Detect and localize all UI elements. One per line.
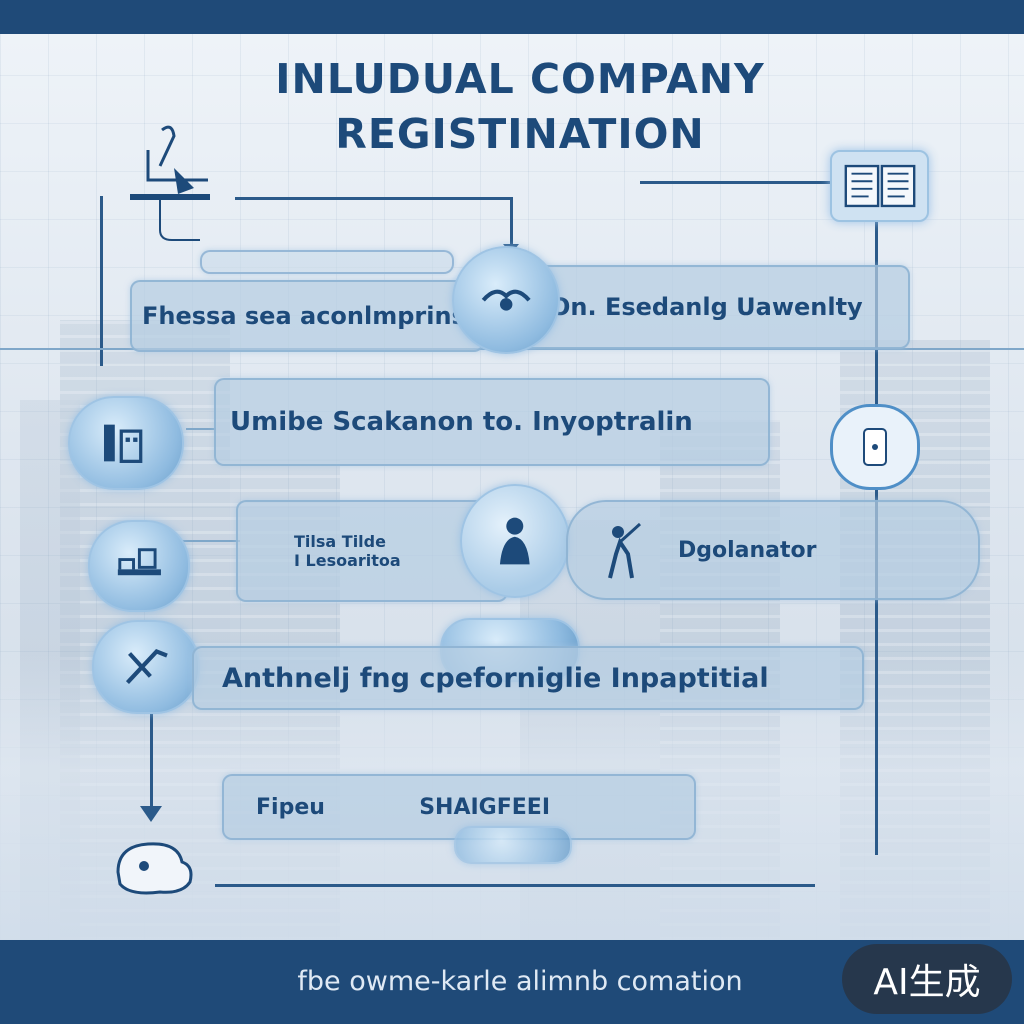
- step-label-line-1: Tilsa Tilde: [294, 532, 386, 551]
- step-label-left: Fipeu: [256, 794, 325, 820]
- workspace-icon: [88, 520, 190, 612]
- document-book-icon: [830, 150, 929, 222]
- step-label: On. Esedanlg Uawenlty: [550, 293, 863, 321]
- top-bar: [0, 0, 1024, 34]
- step-connector-node: [454, 826, 572, 864]
- title-line-2: REGISTINATION: [335, 110, 705, 158]
- step-box-6: Anthnelj fng cpeforniglie Inpaptitial: [192, 646, 864, 710]
- connector-line: [510, 197, 513, 249]
- step-box-7: Fipeu SHAIGFEEI: [222, 774, 696, 840]
- worker-icon: [590, 512, 650, 584]
- footer-caption: fbe owme-karle alimnb comation: [297, 966, 743, 997]
- step-box-3: Umibe Scakanon to. Inyoptralin: [214, 378, 770, 466]
- step-label: Fhessa sea aconlmprinse.: [142, 302, 484, 330]
- step-box-2: On. Esedanlg Uawenlty: [510, 265, 910, 349]
- step-label-right: SHAIGFEEI: [419, 794, 550, 820]
- connector-line: [640, 181, 835, 184]
- step-label: Dgolanator: [678, 537, 817, 563]
- diagram-title: INLUDUAL COMPANY REGISTINATION: [190, 52, 850, 162]
- connector-line: [150, 700, 153, 810]
- animal-icon: [108, 832, 200, 904]
- title-line-1: INLUDUAL COMPANY: [275, 55, 765, 103]
- step-label: Umibe Scakanon to. Inyoptralin: [230, 407, 693, 437]
- step-box-shadow: [200, 250, 454, 274]
- step-box-1: Fhessa sea aconlmprinse.: [130, 280, 484, 352]
- step-label: Anthnelj fng cpeforniglie Inpaptitial: [222, 662, 769, 694]
- connector-line: [235, 197, 511, 200]
- desk-lamp-icon: [130, 120, 220, 245]
- connector-line: [100, 196, 103, 366]
- connector-line: [215, 884, 815, 887]
- phone-device-icon: [830, 404, 920, 490]
- handshake-icon: [452, 246, 560, 354]
- person-icon: [460, 484, 570, 598]
- arrow-head: [140, 806, 162, 822]
- ai-generated-badge: AI生成: [842, 944, 1012, 1014]
- building-icon: [68, 396, 184, 490]
- step-box-5: Dgolanator: [566, 500, 980, 600]
- connector-line: [180, 540, 240, 542]
- tool-icon: [92, 620, 200, 714]
- connector-line: [186, 428, 216, 430]
- step-label-line-2: I Lesoaritoa: [294, 551, 401, 570]
